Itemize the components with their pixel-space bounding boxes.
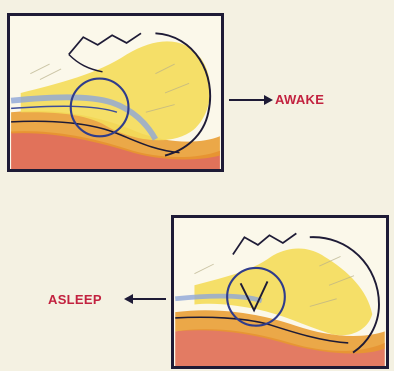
arrow-right-icon	[228, 93, 274, 107]
awake-airway-illustration	[7, 13, 224, 172]
asleep-airway-drawing	[174, 218, 386, 366]
asleep-label: ASLEEP	[48, 292, 102, 307]
arrow-left-icon	[123, 292, 167, 306]
awake-label: AWAKE	[275, 92, 324, 107]
asleep-airway-illustration	[171, 215, 389, 369]
awake-airway-drawing	[10, 16, 221, 169]
